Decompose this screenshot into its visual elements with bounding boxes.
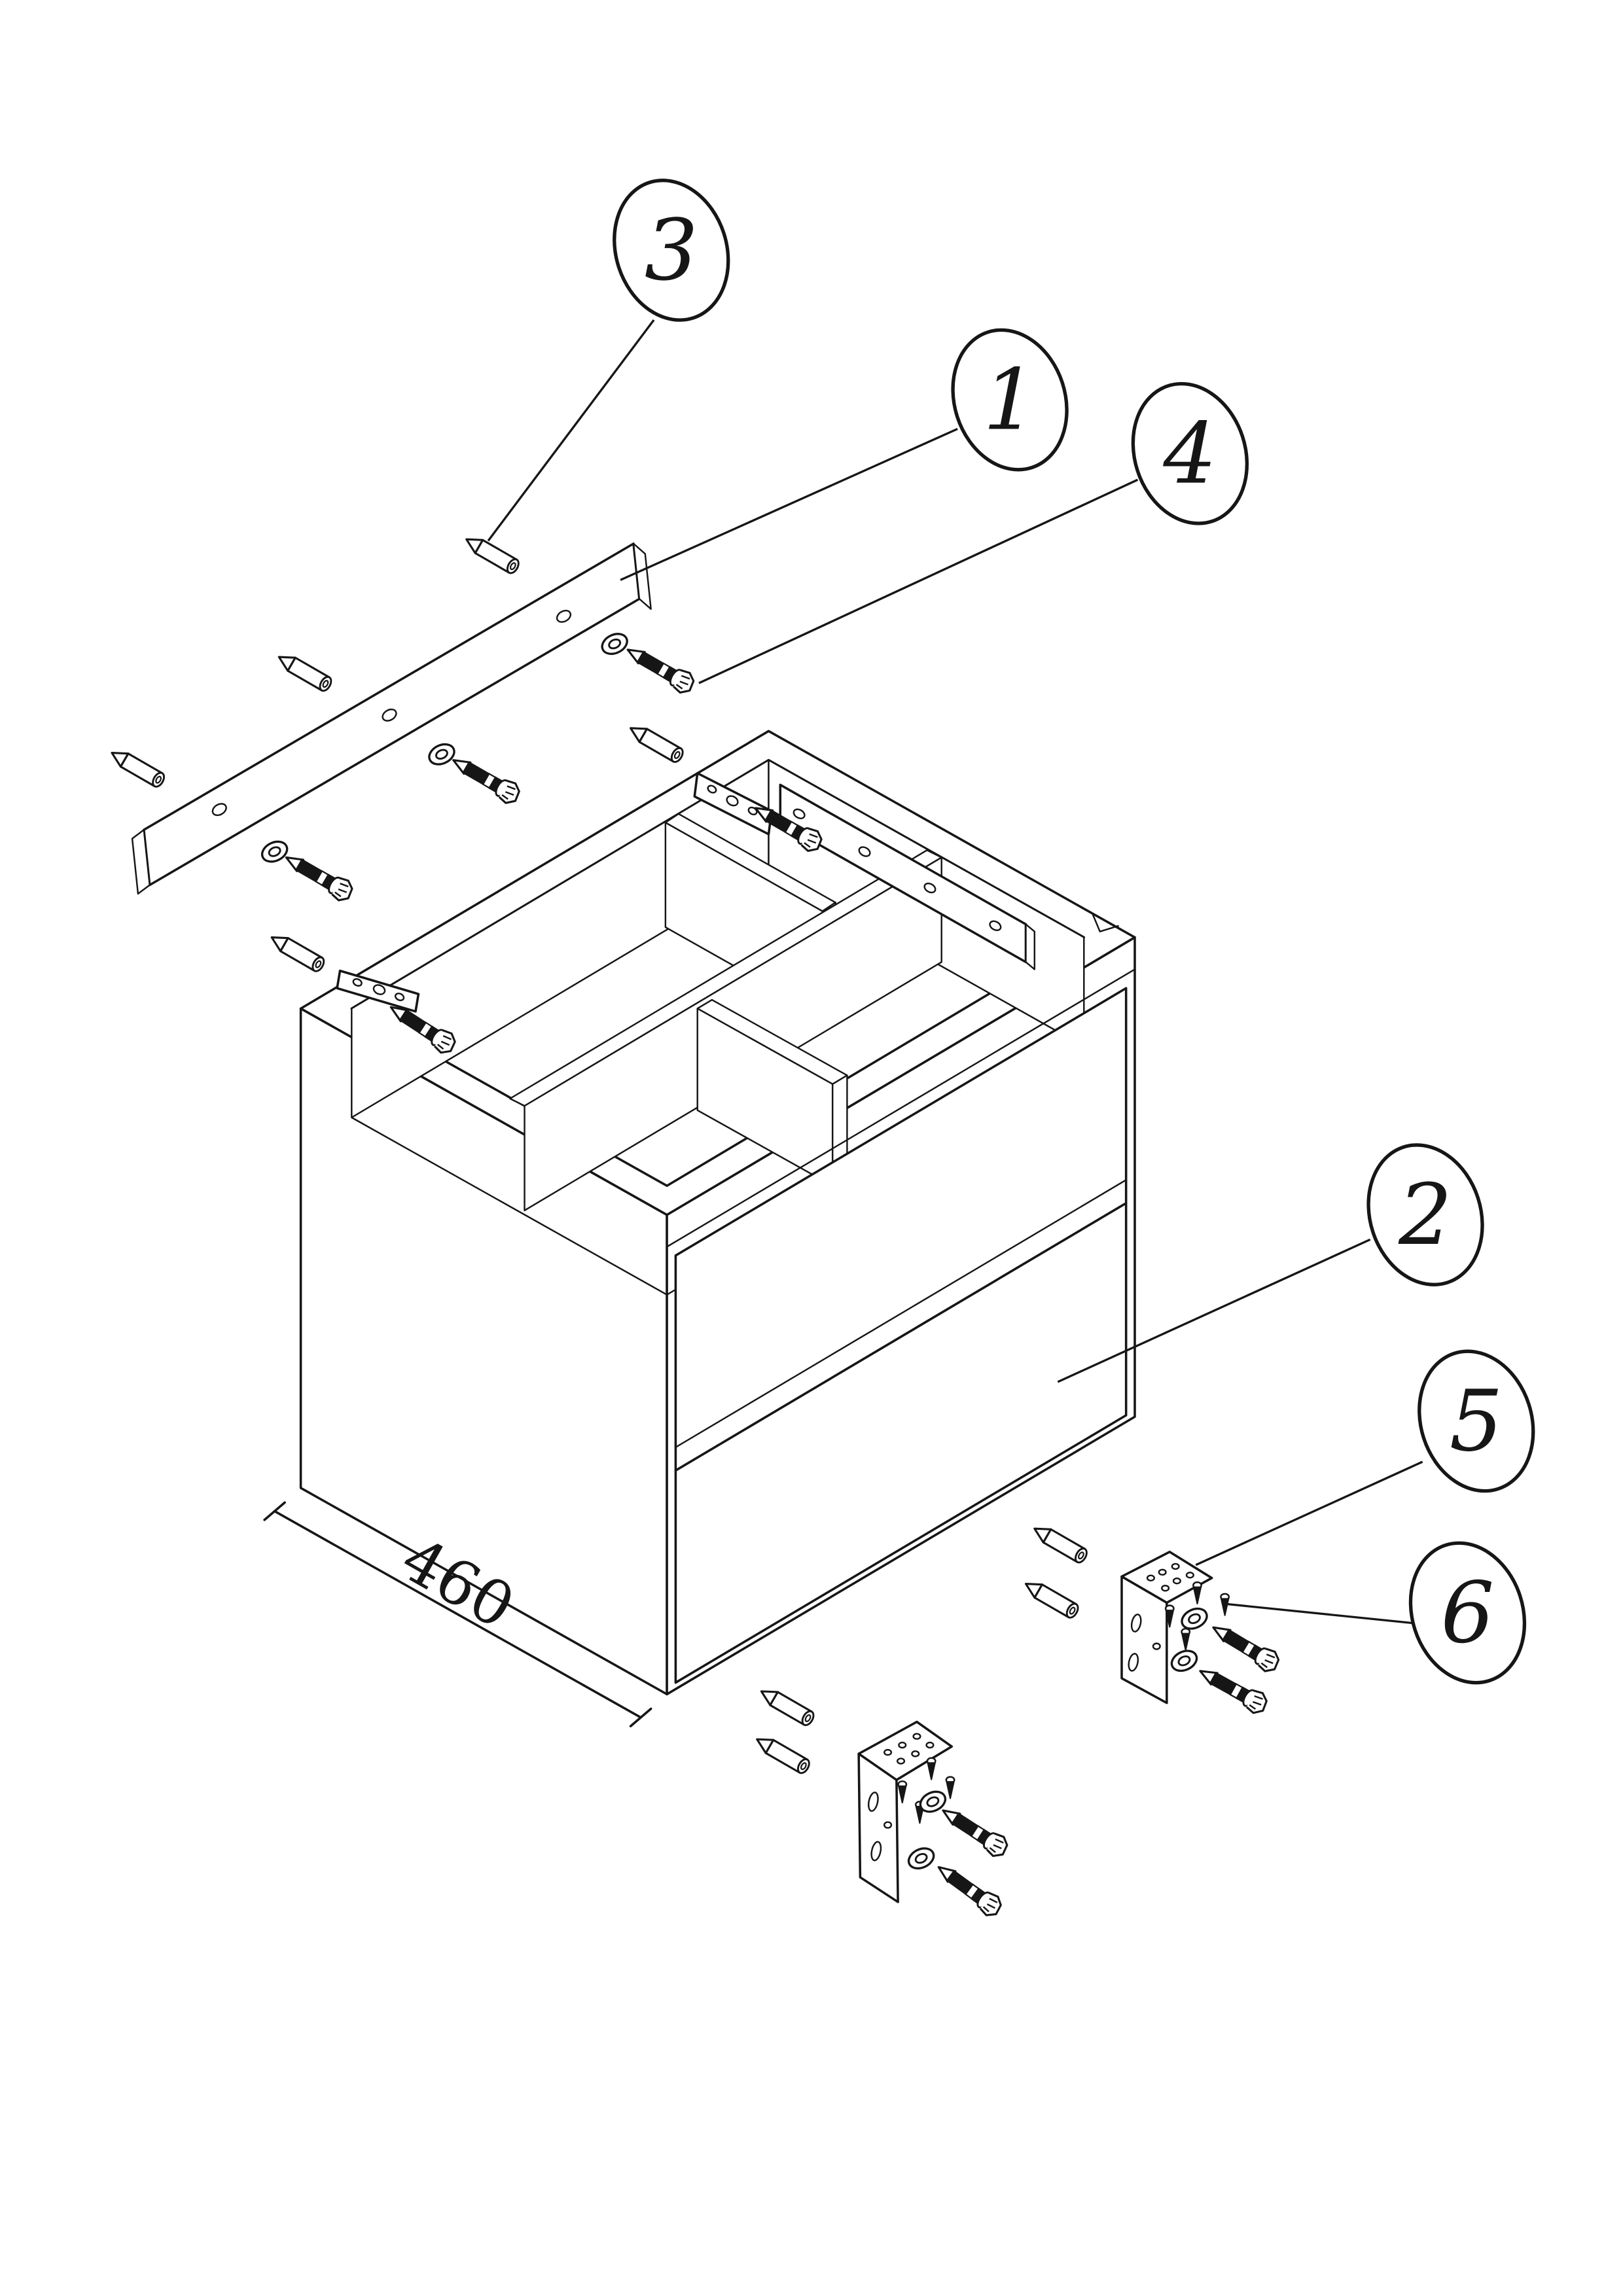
callout-2: 2 — [1366, 1143, 1484, 1286]
bracket-small-screw — [945, 1776, 955, 1800]
mounting-screw — [446, 749, 524, 808]
svg-text:2: 2 — [1398, 1166, 1452, 1264]
dimension-tick — [263, 1501, 286, 1521]
svg-text:3: 3 — [645, 202, 698, 300]
callout-5: 5 — [1418, 1349, 1535, 1493]
dimension-line — [273, 1510, 642, 1719]
washer — [425, 739, 459, 769]
callout-1: 1 — [951, 328, 1069, 472]
bracket-plate-holes — [883, 1733, 935, 1765]
bracket-screw — [931, 1857, 1007, 1921]
bracket-screw — [936, 1800, 1012, 1862]
bracket-plate-holes — [1146, 1563, 1194, 1592]
bracket-small-screw — [1181, 1627, 1191, 1651]
dimension-tick — [629, 1707, 652, 1727]
leader-3 — [487, 319, 655, 542]
drawer-front-lower — [674, 1202, 1128, 1684]
hanging-plates — [336, 771, 1036, 1058]
hanging-plate-long — [779, 783, 1036, 970]
washer — [597, 629, 632, 659]
drawer-gap-line — [675, 1179, 1127, 1448]
bracket-small-screw — [897, 1780, 908, 1805]
bracket-small-screw — [926, 1757, 936, 1781]
wall-anchor-plug — [107, 745, 168, 790]
callout-6: 6 — [1408, 1541, 1527, 1685]
leader-1 — [620, 427, 958, 581]
wall-anchor-plug — [266, 930, 327, 974]
mounting-screw — [621, 639, 699, 698]
wall-anchor-plug — [274, 649, 334, 694]
wall-anchor-plug — [461, 531, 522, 576]
svg-text:5: 5 — [1450, 1372, 1503, 1470]
wall-anchor-plug — [757, 1684, 817, 1729]
svg-text:6: 6 — [1440, 1564, 1494, 1662]
callout-3: 3 — [613, 179, 730, 322]
washer — [257, 836, 292, 867]
bracket-screw — [1206, 1617, 1284, 1676]
wall-anchor-plug — [752, 1731, 813, 1776]
hanging-plate-left-corner — [336, 969, 420, 1013]
drawer-fronts — [666, 968, 1135, 1684]
leader-5 — [1195, 1460, 1423, 1566]
bracket-small-screw — [1192, 1581, 1202, 1605]
back-panel-step — [1092, 913, 1119, 932]
leader-6 — [1227, 1602, 1413, 1625]
mounting-screw — [279, 847, 357, 906]
corner-bracket-right — [1120, 1550, 1284, 1718]
svg-text:1: 1 — [983, 351, 1037, 449]
corner-bracket-bottom — [857, 1720, 1012, 1921]
washer — [1167, 1646, 1202, 1676]
leader-4 — [698, 478, 1139, 684]
wall-mounting-rail — [131, 542, 652, 895]
callouts: 1 2 3 4 5 6 — [613, 179, 1535, 1685]
leader-2 — [1057, 1238, 1371, 1383]
svg-text:4: 4 — [1162, 405, 1217, 503]
hanging-plate-back-corner — [693, 771, 773, 836]
interior-divider-front — [696, 998, 848, 1187]
wall-anchor-plug — [626, 720, 687, 766]
bracket-face-holes — [1128, 1614, 1161, 1672]
washer — [904, 1843, 938, 1873]
callout-4: 4 — [1131, 381, 1249, 525]
wall-anchor-plug — [1029, 1521, 1090, 1566]
bracket-screw — [1194, 1660, 1272, 1718]
bracket-face-holes — [867, 1792, 893, 1862]
callout-leaders — [487, 319, 1423, 1625]
wall-anchor-plug — [1021, 1576, 1082, 1621]
